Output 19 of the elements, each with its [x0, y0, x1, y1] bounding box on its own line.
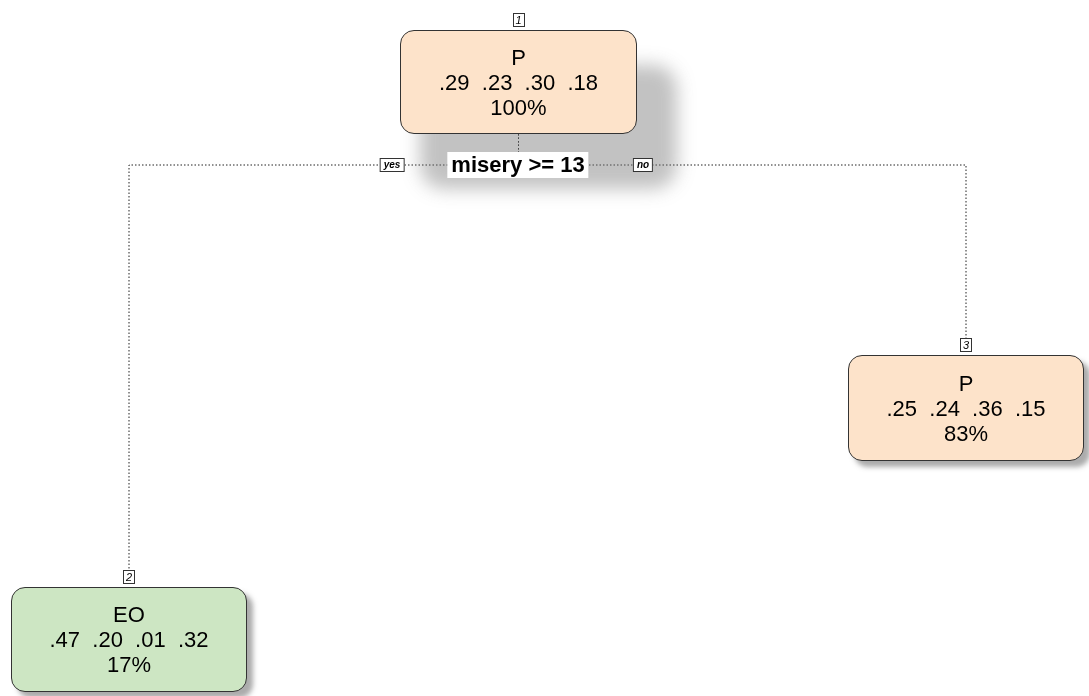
edge-label: no	[632, 158, 654, 172]
node-number: 2	[123, 570, 136, 584]
node-text: EO	[113, 602, 145, 627]
node-text: 17%	[106, 652, 151, 677]
node-text: .29 .23 .30 .18	[439, 69, 598, 95]
node-text: .47 .20 .01 .32	[49, 627, 209, 652]
edge-label: yes	[379, 158, 405, 172]
node-text: .25 .24 .36 .15	[886, 395, 1046, 421]
node-text: P	[958, 370, 974, 396]
node-number: 3	[960, 338, 973, 352]
node-number: 1	[512, 13, 525, 27]
node-text: 83%	[943, 420, 988, 446]
connector-line	[518, 133, 967, 339]
node-text: P	[511, 44, 526, 70]
tree-node-box	[848, 355, 1084, 461]
tree-node-box	[400, 30, 637, 134]
node-text: 100%	[490, 94, 547, 120]
split-condition: misery >= 13	[447, 152, 589, 178]
tree-node-box	[11, 587, 247, 692]
